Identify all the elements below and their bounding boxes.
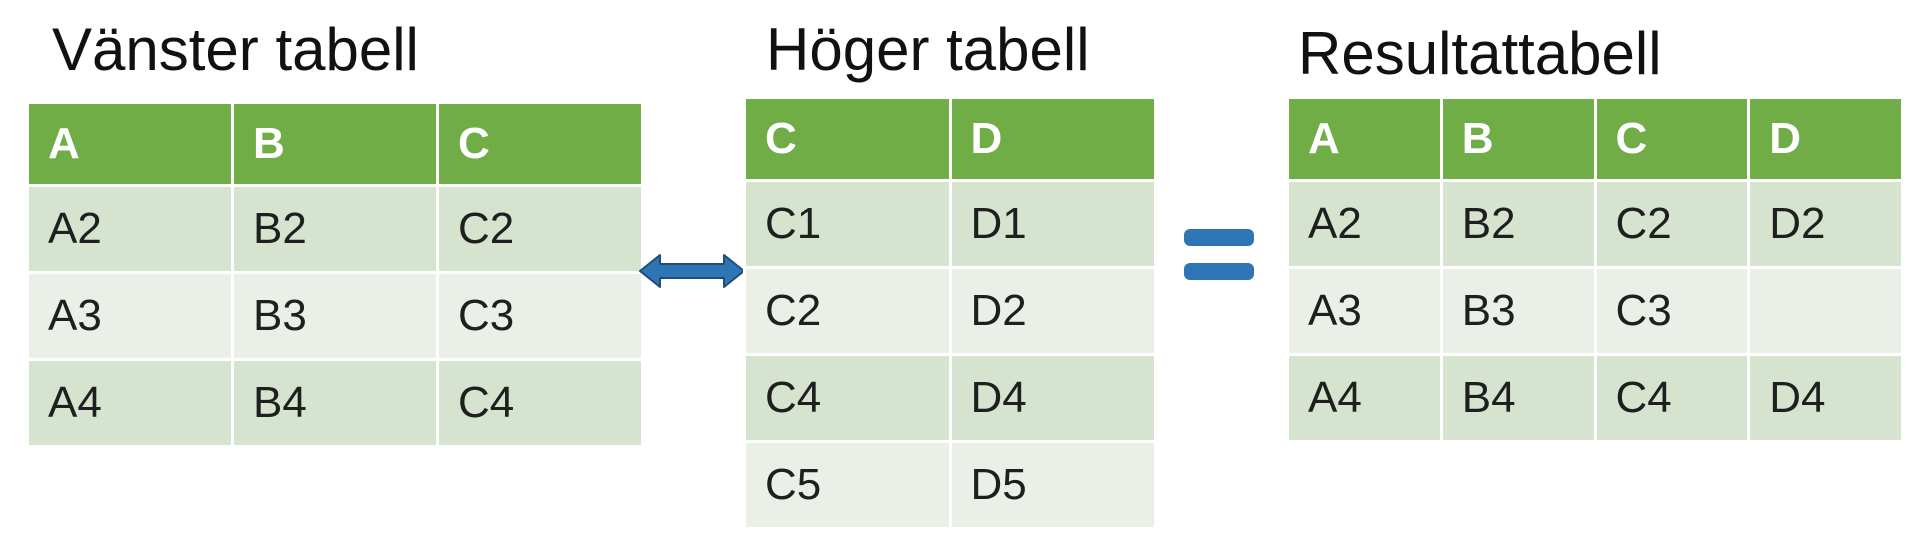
table-row: C2 D2 [743,266,1157,356]
left-table-title: Vänster tabell [52,16,419,83]
table-cell: B2 [231,184,439,274]
table-cell: A3 [26,271,234,361]
table-cell: A3 [1286,266,1443,356]
equals-icon [1184,229,1254,280]
table-cell: A4 [1286,353,1443,443]
column-header: D [948,96,1157,182]
table-cell: B3 [231,271,439,361]
table-cell [1747,266,1904,356]
table-cell: A2 [26,184,234,274]
table-cell: D5 [948,440,1157,530]
table-cell: A2 [1286,179,1443,269]
column-header: C [1593,96,1751,182]
table-row: A3 B3 C3 [1286,266,1904,356]
table-cell: D2 [1747,179,1904,269]
table-row: C5 D5 [743,440,1157,530]
header-row: A B C D [1286,96,1904,182]
table-row: A3 B3 C3 [26,271,644,361]
table-cell: D4 [1747,353,1904,443]
double-headed-arrow-icon [639,254,745,288]
table-cell: D1 [948,179,1157,269]
table-cell: C3 [1593,266,1751,356]
result-table: A B C D A2 B2 C2 D2 A3 B3 C3 A4 B4 C4 D4 [1286,96,1904,443]
table-row: A4 B4 C4 D4 [1286,353,1904,443]
column-header: A [26,101,234,187]
table-cell: C2 [436,184,644,274]
right-table: C D C1 D1 C2 D2 C4 D4 C5 D5 [743,96,1157,530]
table-cell: B2 [1439,179,1597,269]
header-row: A B C [26,101,644,187]
table-row: A2 B2 C2 D2 [1286,179,1904,269]
table-row: C1 D1 [743,179,1157,269]
table-cell: C1 [743,179,952,269]
table-cell: B4 [231,358,439,448]
column-header: C [436,101,644,187]
result-table-title: Resultattabell [1298,20,1662,87]
table-cell: C2 [743,266,952,356]
table-cell: C3 [436,271,644,361]
table-cell: C5 [743,440,952,530]
table-row: A2 B2 C2 [26,184,644,274]
table-row: C4 D4 [743,353,1157,443]
column-header: B [1439,96,1597,182]
table-cell: C4 [743,353,952,443]
table-cell: D4 [948,353,1157,443]
table-cell: C2 [1593,179,1751,269]
table-cell: A4 [26,358,234,448]
column-header: C [743,96,952,182]
table-cell: C4 [436,358,644,448]
header-row: C D [743,96,1157,182]
column-header: A [1286,96,1443,182]
column-header: D [1747,96,1904,182]
table-cell: B3 [1439,266,1597,356]
table-cell: B4 [1439,353,1597,443]
right-table-title: Höger tabell [766,16,1090,83]
table-cell: C4 [1593,353,1751,443]
table-row: A4 B4 C4 [26,358,644,448]
table-cell: D2 [948,266,1157,356]
column-header: B [231,101,439,187]
left-table: A B C A2 B2 C2 A3 B3 C3 A4 B4 C4 [26,101,644,448]
